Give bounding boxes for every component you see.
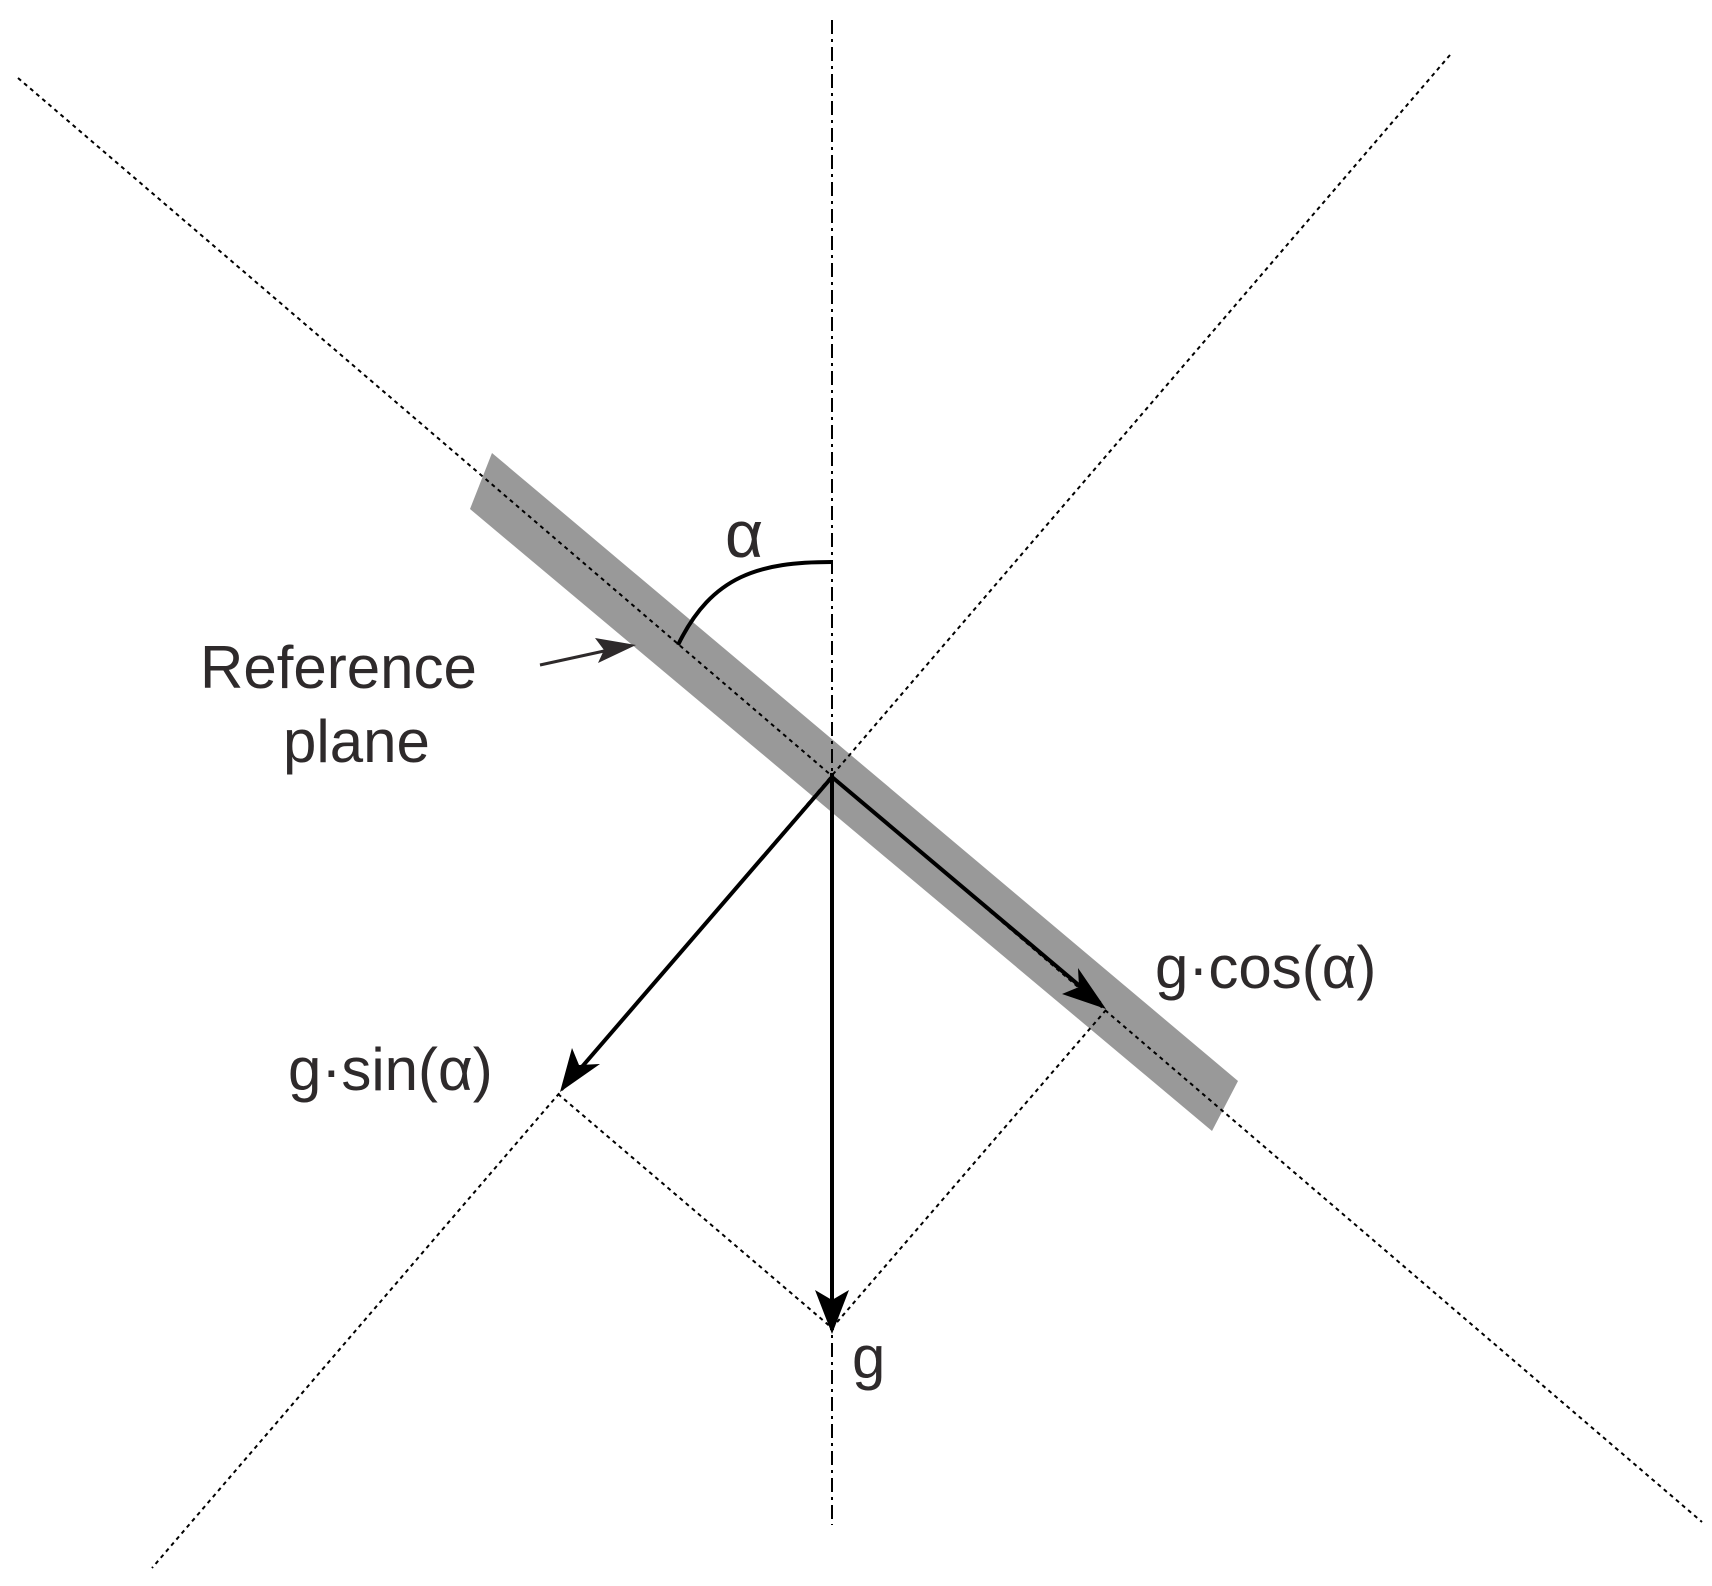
g-cos-vector xyxy=(830,775,1102,1005)
g-cos-vector-arrowhead xyxy=(1062,968,1106,1009)
g-label: g xyxy=(852,1324,885,1391)
angle-arc xyxy=(676,560,833,646)
g-sin-label: g·sin(α) xyxy=(288,1036,493,1103)
g-sin-vector xyxy=(566,775,834,1085)
reference-plane-label-line2: plane xyxy=(283,708,430,775)
projection-line-cos xyxy=(831,1009,1107,1329)
angle-label: α xyxy=(725,497,763,571)
reference-plane-bar xyxy=(470,453,1238,1131)
g-cos-label: g·cos(α) xyxy=(1155,934,1376,1001)
g-sin-vector-arrowhead xyxy=(560,1048,600,1092)
projection-line-sin xyxy=(557,1093,833,1329)
reference-plane-label-line1: Reference xyxy=(200,634,477,701)
plane-axis-line xyxy=(17,77,1703,1523)
g-vector-arrowhead xyxy=(815,1290,849,1334)
reference-plane-pointer-arrowhead xyxy=(595,638,636,663)
